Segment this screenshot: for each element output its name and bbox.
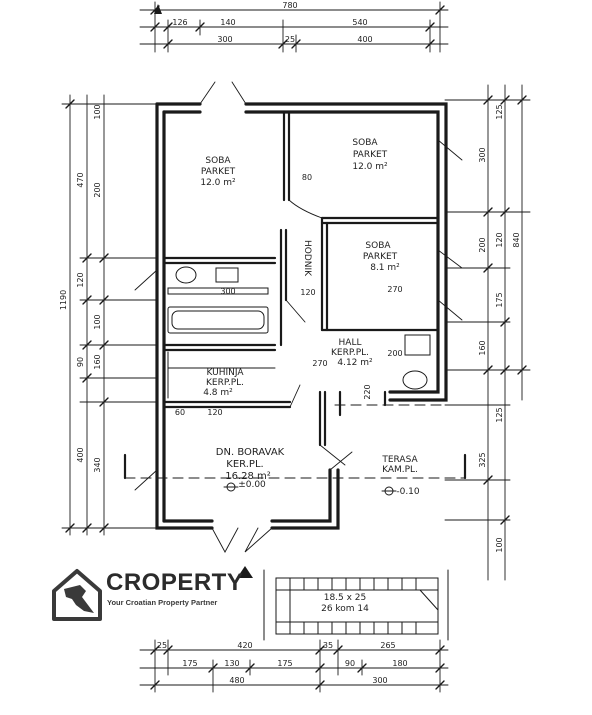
dim-bottom-11: 300 [372, 676, 387, 685]
wardrobe-label: HODNIK [302, 240, 312, 277]
dim-bottom-1: 25 [157, 641, 167, 650]
exterior-walls [155, 102, 448, 530]
dim-interior-5: 270 [312, 359, 327, 368]
kitchen-area: 4.8 m² [203, 388, 233, 398]
living-area: 16.28 m² [225, 471, 271, 482]
dim-bottom-2: 420 [237, 641, 252, 650]
hall-floor: KERP.PL. [331, 348, 369, 358]
dim-right-9: 100 [495, 537, 504, 552]
room3-name: SOBA [365, 241, 391, 251]
top-dimension-lines [139, 1, 449, 53]
dim-top-overall: 780 [282, 1, 297, 10]
dim-top-2: 140 [220, 18, 235, 27]
hall-area: 4.12 m² [337, 358, 373, 368]
dim-right-7: 175 [495, 292, 504, 307]
dim-interior-9: 220 [363, 384, 372, 399]
dim-bottom-5: 175 [182, 659, 197, 668]
level-markers [223, 482, 397, 496]
dim-left-3: 90 [76, 357, 85, 367]
kitchen-name: KUHINJA [206, 368, 244, 378]
stairs-label: 18.5 x 25 [324, 593, 367, 603]
dim-right-8: 125 [495, 407, 504, 422]
stairs-count: 26 kom 14 [321, 604, 369, 614]
living-floor: KER.PL. [226, 459, 263, 470]
dim-left-4: 400 [76, 447, 85, 462]
brand-tagline: Your Croatian Property Partner [107, 598, 218, 607]
dim-left-7: 100 [93, 314, 102, 329]
dim-bottom-3: 35 [323, 641, 333, 650]
dim-interior-3: 120 [300, 288, 315, 297]
dim-left-9: 340 [93, 457, 102, 472]
dim-left-1: 470 [76, 172, 85, 187]
room3-area: 8.1 m² [370, 263, 400, 273]
dim-bottom-8: 90 [345, 659, 355, 668]
doors-and-windows [134, 81, 463, 553]
brand-name: CROPERTY [106, 569, 244, 596]
section-arrow-icon [154, 4, 162, 14]
dim-interior-1: 80 [302, 173, 312, 182]
dim-top-5: 25 [285, 35, 295, 44]
living-name: DN. BORAVAK [216, 447, 285, 458]
terrace-floor: KAM.PL. [382, 465, 418, 475]
dim-interior-8: 60 [175, 408, 185, 417]
croperty-logo: CROPERTY Your Croatian Property Partner [50, 567, 244, 629]
dim-left-2: 120 [76, 272, 85, 287]
hall-name: HALL [339, 338, 362, 348]
dim-bottom-4: 265 [380, 641, 395, 650]
dim-interior-7: 120 [207, 408, 222, 417]
room2-floor: PARKET [353, 150, 388, 160]
dim-left-6: 200 [93, 182, 102, 197]
room1-area: 12.0 m² [200, 178, 236, 188]
staircase [263, 569, 449, 641]
dim-right-overall: 840 [512, 232, 521, 247]
terrace-name: TERASA [381, 455, 418, 465]
dim-bottom-10: 480 [229, 676, 244, 685]
dim-right-3: 160 [478, 340, 487, 355]
terrace-level: -0.10 [396, 487, 420, 497]
interior-walls [162, 110, 440, 447]
room1-name: SOBA [205, 156, 231, 166]
right-dimension-lines [444, 84, 531, 581]
dim-bottom-7: 175 [277, 659, 292, 668]
dim-right-2: 200 [478, 237, 487, 252]
left-dimension-lines [61, 94, 159, 536]
room3-floor: PARKET [363, 252, 398, 262]
living-level: ±0.00 [238, 480, 266, 490]
house-croatia-map-icon [52, 569, 102, 621]
dim-top-4: 300 [217, 35, 232, 44]
dim-interior-4: 270 [387, 285, 402, 294]
dim-top-3: 540 [352, 18, 367, 27]
dim-right-1: 300 [478, 147, 487, 162]
room2-area: 12.0 m² [352, 162, 388, 172]
dim-left-overall: 1190 [59, 290, 68, 310]
dim-interior-2: 300 [220, 287, 235, 296]
room1-floor: PARKET [201, 167, 236, 177]
dim-interior-6: 200 [387, 349, 402, 358]
room2-name: SOBA [352, 138, 378, 148]
bottom-dimension-lines [139, 639, 449, 693]
dim-top-6: 400 [357, 35, 372, 44]
dim-bottom-6: 130 [224, 659, 239, 668]
dim-top-1: 126 [172, 18, 187, 27]
kitchen-floor: KERP.PL. [206, 378, 244, 388]
section-caps [123, 453, 467, 480]
dim-right-6: 120 [495, 232, 504, 247]
dim-left-8: 160 [93, 354, 102, 369]
dim-bottom-9: 180 [392, 659, 407, 668]
section-lines [124, 404, 466, 479]
fixtures [167, 266, 431, 399]
section-arrow-icon [237, 566, 253, 578]
dim-right-4: 325 [478, 452, 487, 467]
dim-left-5: 100 [93, 104, 102, 119]
dim-right-5: 125 [495, 104, 504, 119]
